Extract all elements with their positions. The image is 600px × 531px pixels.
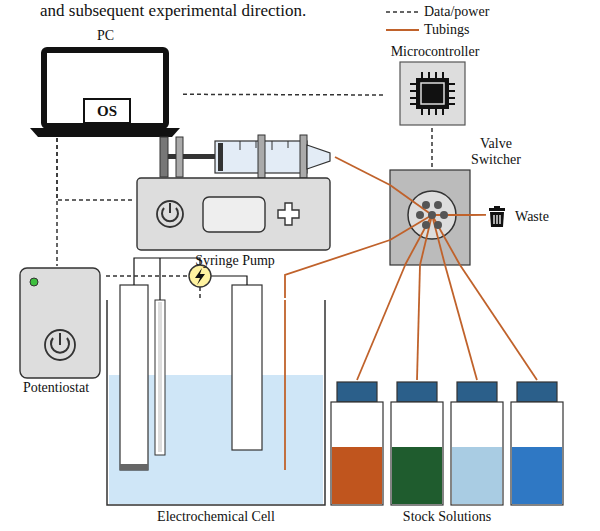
legend-label: Tubings (424, 22, 469, 38)
tubing-line (470, 214, 486, 216)
electrochemical-cell-icon (107, 258, 325, 505)
tubing-line (417, 265, 420, 380)
tubing-line (357, 265, 405, 380)
node-label: Potentiostat (6, 380, 106, 396)
valve-switcher-icon (390, 170, 470, 265)
data-power-line (431, 128, 433, 170)
node-label: Microcontroller (385, 44, 485, 60)
electrochemical-cell-node: Electrochemical Cell (105, 298, 327, 528)
legend-tube-sample (386, 29, 419, 31)
node-label: Electrochemical Cell (105, 509, 327, 525)
microcontroller-node: Microcontroller (385, 40, 485, 128)
node-label: Waste (506, 209, 558, 225)
syringe-icon (160, 135, 330, 178)
data-power-line (57, 138, 135, 200)
tubing-line (335, 157, 390, 185)
potentiostat-node: Potentiostat (6, 266, 106, 398)
valve-switcher-node: Valve Switcher (390, 170, 470, 265)
syringe-pump-node: Syringe Pump (135, 133, 335, 271)
legend-dash-sample (386, 11, 419, 13)
stock-solutions-node: Stock Solutions (326, 380, 568, 528)
node-label: Stock Solutions (326, 509, 568, 525)
data-power-line (106, 276, 200, 298)
tubing-line (460, 265, 537, 380)
screen-label: OS (83, 98, 131, 124)
data-power-line (56, 138, 58, 266)
node-label: Syringe Pump (135, 253, 335, 269)
waste-node: Waste (486, 204, 560, 230)
pc-node: PC OS (28, 26, 183, 138)
node-label: Valve Switcher (458, 136, 534, 168)
node-label: PC (28, 28, 183, 44)
pump-body (137, 178, 330, 250)
power-source-symbol (189, 265, 211, 287)
waste-bin-icon (488, 206, 506, 228)
stock-bottles (331, 382, 563, 505)
caption-fragment: and subsequent experimental direction. (40, 1, 306, 20)
legend-label: Data/power (424, 4, 489, 20)
data-power-line (183, 94, 385, 96)
laptop-icon (30, 50, 180, 137)
tubing-line (285, 240, 390, 298)
potentiostat-icon (20, 268, 100, 378)
microcontroller-icon (400, 62, 465, 125)
